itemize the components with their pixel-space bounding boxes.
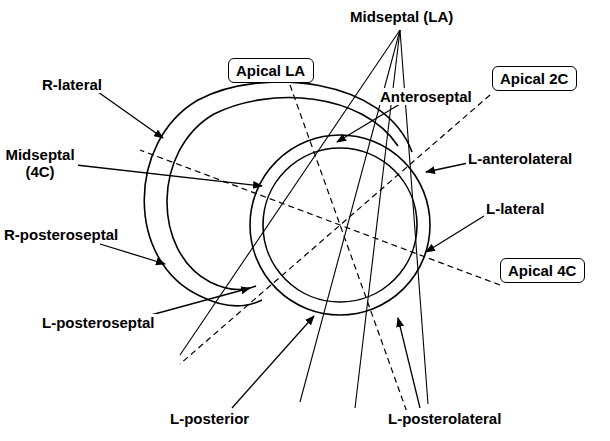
region-label: L-posterior — [168, 410, 251, 427]
apical-4c-plane — [140, 150, 500, 285]
view-box: Apical 2C — [492, 66, 577, 91]
view-box: Apical 4C — [500, 258, 585, 283]
leader-line — [426, 216, 484, 252]
region-label: L-lateral — [484, 200, 546, 217]
view-box: Apical LA — [228, 58, 314, 83]
region-label: Anteroseptal — [378, 88, 474, 105]
la-plane — [355, 30, 400, 408]
leader-line — [337, 104, 400, 142]
region-label: R-posteroseptal — [2, 226, 120, 243]
apical-2c-plane — [180, 95, 490, 364]
leader-line — [426, 163, 468, 172]
region-label: Midseptal (4C) — [2, 146, 78, 180]
view-name: Apical 2C — [500, 70, 569, 87]
leader-line — [398, 318, 420, 408]
region-label: L-posterolateral — [386, 410, 503, 427]
region-label: Midseptal (LA) — [348, 8, 455, 25]
region-label: L-posteroseptal — [40, 314, 157, 331]
region-label: L-anterolateral — [466, 150, 574, 167]
leader-line — [98, 92, 163, 138]
leader-line — [232, 316, 314, 408]
apical-la-plane — [290, 85, 408, 415]
la-plane — [300, 30, 400, 402]
la-plane — [400, 30, 428, 404]
leader-line — [100, 244, 165, 264]
leader-line — [76, 165, 262, 186]
rv-outer-wall — [144, 82, 412, 306]
region-label: R-lateral — [40, 76, 104, 93]
view-name: Apical LA — [236, 62, 306, 79]
view-name: Apical 4C — [508, 262, 577, 279]
